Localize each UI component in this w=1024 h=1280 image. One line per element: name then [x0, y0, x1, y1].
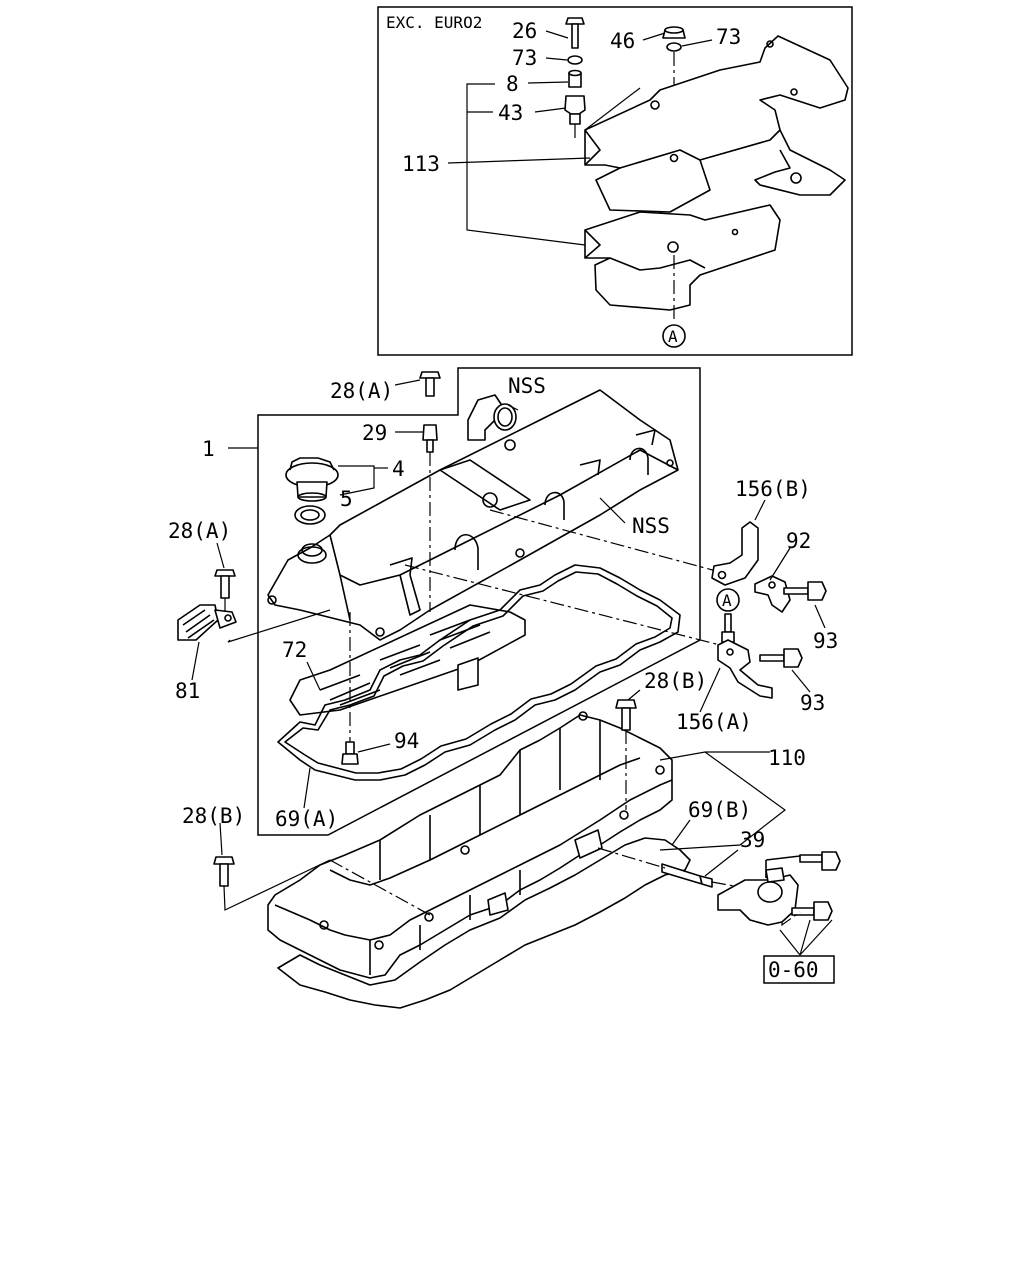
callout-93-upper: 93 [813, 629, 838, 653]
heat-shield-lower-drawing [584, 204, 781, 311]
bolt-28a-left-drawing [214, 569, 236, 599]
callout-26: 26 [512, 19, 537, 43]
callout-93-lower: 93 [800, 691, 825, 715]
harness-clip-81-drawing [177, 604, 237, 641]
collar-8-drawing [568, 69, 582, 88]
callout-a-main: A [722, 591, 732, 610]
washer-73-drawing [567, 55, 583, 65]
bracket-156b-drawing [711, 521, 759, 586]
callout-a-inset: A [668, 327, 678, 346]
bolt-0-60-lower-drawing [791, 901, 833, 921]
callout-43: 43 [498, 101, 523, 125]
ref-circle-a-inset [662, 324, 686, 348]
callout-72: 72 [282, 638, 307, 662]
nut-46-drawing [662, 26, 686, 39]
callout-92: 92 [786, 529, 811, 553]
callout-29: 29 [362, 421, 387, 445]
callout-28b-upper: 28(B) [644, 669, 707, 693]
oil-filler-cap-drawing [285, 457, 339, 502]
callout-156a: 156(A) [676, 710, 752, 734]
nss-elbow-drawing [467, 394, 517, 441]
baffle-plate-72-drawing [289, 604, 526, 716]
callout-113: 113 [402, 152, 440, 176]
callout-nss-right: NSS [632, 514, 670, 538]
callout-110: 110 [768, 746, 806, 770]
bolt-93-upper-drawing [783, 581, 827, 601]
callout-39: 39 [740, 828, 765, 852]
grommet-43-drawing [564, 95, 586, 125]
gasket-69b-drawing [277, 837, 691, 1009]
ref-box-0-60 [763, 955, 835, 984]
callout-8: 8 [506, 72, 519, 96]
callout-69a: 69(A) [275, 807, 338, 831]
callout-1: 1 [202, 437, 215, 461]
heat-shield-upper-drawing [584, 35, 849, 213]
callout-0-60: 0-60 [768, 958, 819, 982]
callout-nss-top: NSS [508, 374, 546, 398]
bolt-28b-lower-drawing [213, 856, 235, 887]
bolt-28a-top-drawing [419, 371, 441, 397]
inset-title: EXC. EURO2 [386, 13, 482, 32]
assembly-1-frame [257, 367, 701, 836]
cap-gasket-5-drawing [294, 505, 326, 525]
bracket-156a-drawing [717, 639, 773, 699]
stud-29-drawing [422, 424, 438, 453]
callout-4: 4 [392, 457, 405, 481]
bracket-92-drawing [754, 575, 791, 613]
callout-28b-lower: 28(B) [182, 804, 245, 828]
stud-a-drawing [721, 613, 735, 643]
cover-pan-110-drawing [267, 711, 673, 979]
callout-73b: 73 [716, 25, 741, 49]
callout-28a-top: 28(A) [330, 379, 393, 403]
callout-46: 46 [610, 29, 635, 53]
inset-frame [377, 6, 853, 356]
bolt-94-drawing [341, 741, 359, 765]
callout-156b: 156(B) [735, 477, 811, 501]
bolt-0-60-upper-drawing [799, 851, 841, 871]
sensor-drawing [717, 867, 799, 926]
callout-28a-left: 28(A) [168, 519, 231, 543]
washer-73b-drawing [666, 42, 682, 52]
bolt-28b-upper-drawing [615, 699, 637, 731]
callout-5: 5 [340, 487, 353, 511]
ref-circle-a-main [716, 588, 740, 612]
stud-39-drawing [661, 863, 713, 888]
callout-94: 94 [394, 729, 419, 753]
bolt-26-drawing [565, 17, 585, 49]
callout-73: 73 [512, 46, 537, 70]
bolt-93-lower-drawing [759, 648, 803, 668]
gasket-69a-drawing [277, 564, 681, 781]
callout-69b: 69(B) [688, 798, 751, 822]
callout-81: 81 [175, 679, 200, 703]
